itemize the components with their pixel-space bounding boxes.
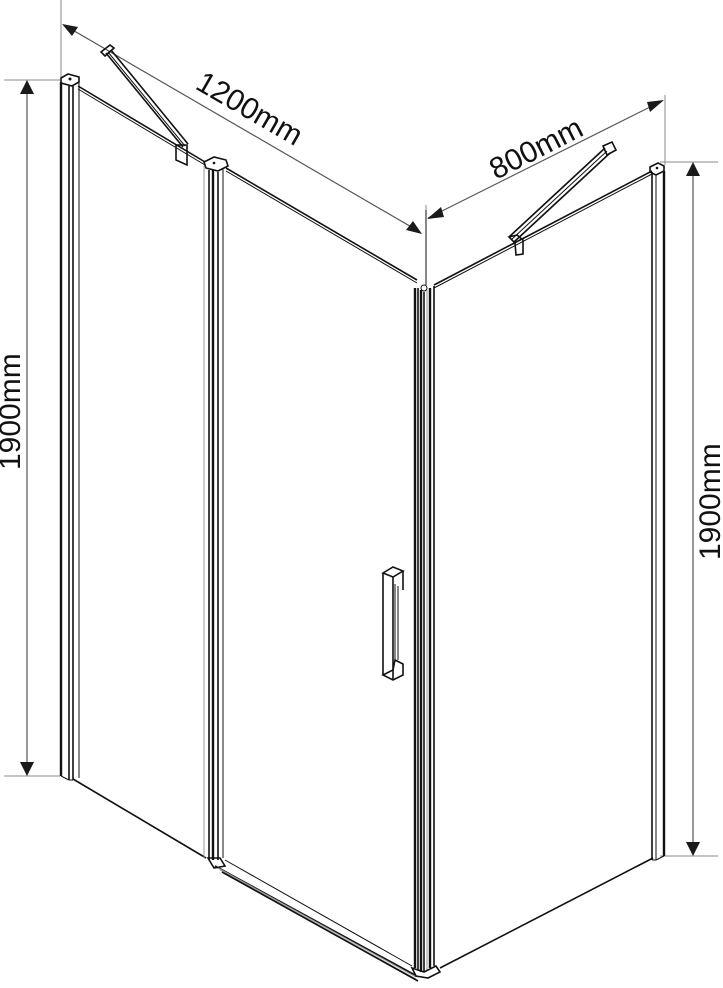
right-wall-profile bbox=[649, 162, 666, 861]
front-stabilizer-bar bbox=[99, 43, 189, 167]
side-width-label: 800mm bbox=[484, 111, 588, 186]
dimension-right-height: 1900mm bbox=[660, 161, 723, 857]
door-handle bbox=[381, 566, 405, 681]
side-stabilizer-bar bbox=[507, 140, 618, 256]
sliding-door-panel bbox=[203, 156, 418, 869]
arrow-icon bbox=[427, 207, 444, 219]
dimension-front-width: 1200mm bbox=[60, 0, 427, 285]
bottom-rail bbox=[214, 859, 419, 982]
arrow-icon bbox=[647, 100, 664, 112]
left-height-label: 1900mm bbox=[0, 353, 27, 470]
arrow-icon bbox=[686, 162, 700, 176]
dimension-side-width: 800mm bbox=[427, 95, 666, 219]
left-wall-profile bbox=[59, 73, 80, 781]
front-fixed-panel bbox=[72, 85, 207, 859]
arrow-icon bbox=[62, 24, 78, 36]
arrow-icon bbox=[20, 762, 34, 776]
side-fixed-panel bbox=[433, 170, 654, 969]
right-height-label: 1900mm bbox=[694, 443, 723, 560]
corner-post bbox=[410, 210, 442, 979]
arrow-icon bbox=[20, 80, 34, 94]
dimension-left-height: 1900mm bbox=[0, 79, 60, 777]
arrow-icon bbox=[686, 842, 700, 856]
arrow-icon bbox=[406, 221, 422, 234]
